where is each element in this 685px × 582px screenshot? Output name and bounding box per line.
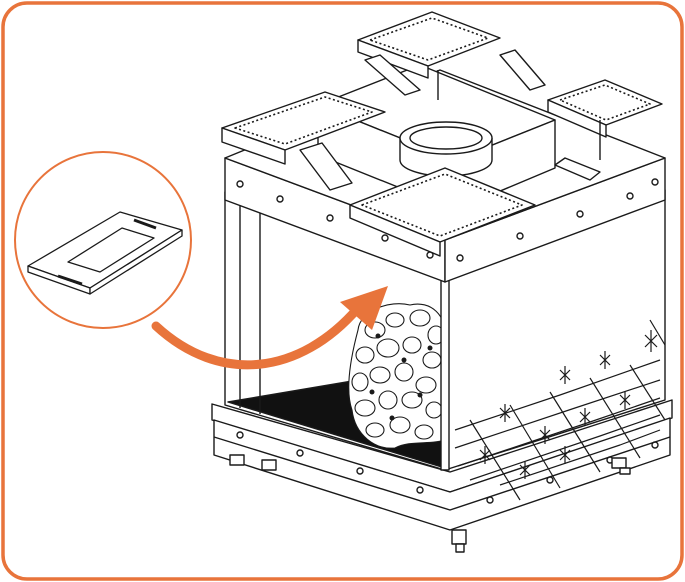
bracket-perforations <box>234 17 651 237</box>
base-plinth <box>211 399 673 493</box>
stove-feet <box>229 454 631 553</box>
mounting-brackets <box>221 11 663 257</box>
front-corner-post <box>440 261 450 471</box>
orange-arrow <box>151 286 388 370</box>
ceramic-stone-pile <box>348 303 446 449</box>
stove-body <box>211 11 673 553</box>
log-grate-grid <box>454 319 666 501</box>
detail-callout <box>14 151 192 329</box>
flue-collar <box>399 121 493 177</box>
grid-star-marks <box>479 330 658 479</box>
